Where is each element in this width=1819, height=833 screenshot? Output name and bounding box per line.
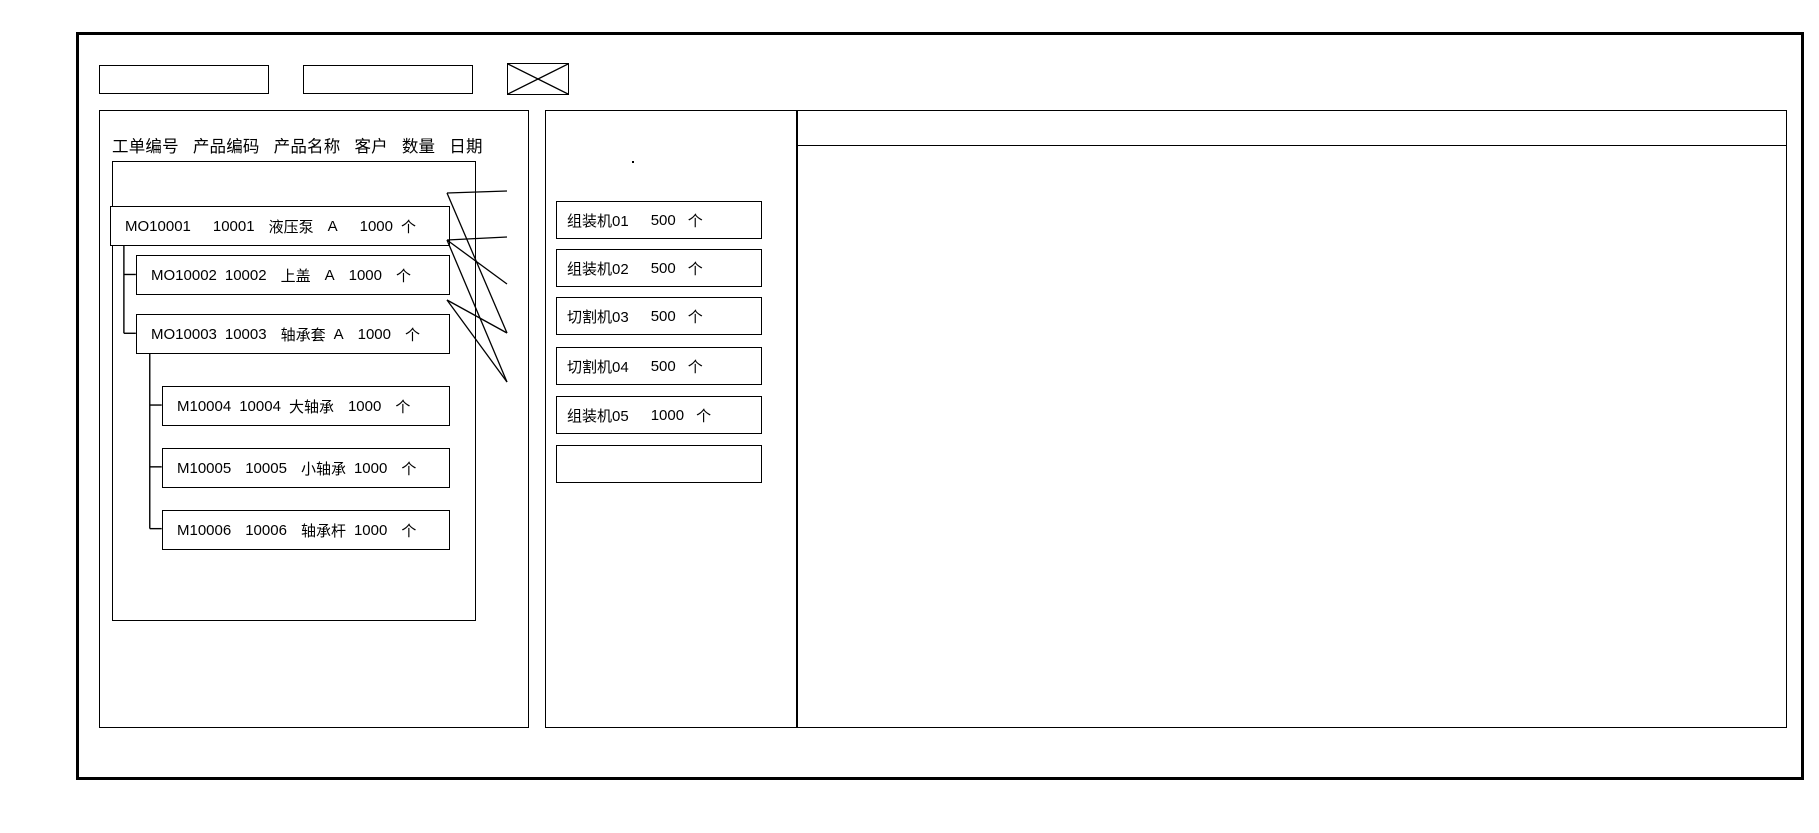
row-customer: A <box>333 325 344 343</box>
toolbar <box>99 63 569 95</box>
application-window: 工单编号 产品编码 产品名称 客户 数量 日期 MO10001 10001 液压… <box>76 32 1804 780</box>
row-unit: 个 <box>401 218 417 236</box>
row-unit: 个 <box>396 267 412 285</box>
detail-panel <box>797 110 1787 728</box>
row-unit: 个 <box>395 398 411 416</box>
machine-card[interactable]: 组装机02 500 个 <box>556 249 762 287</box>
machine-name: 切割机03 <box>567 308 629 326</box>
machine-name: 组装机01 <box>567 212 629 230</box>
machine-unit: 个 <box>687 260 703 278</box>
machine-quantity: 500 <box>650 211 676 229</box>
machine-quantity: 500 <box>650 307 676 325</box>
row-unit: 个 <box>401 460 417 478</box>
row-quantity: 1000 <box>348 266 382 284</box>
row-product-name: 液压泵 <box>268 218 314 236</box>
row-product-code: 10006 <box>245 521 287 539</box>
machine-name: 组装机02 <box>567 260 629 278</box>
row-order-no: M10004 <box>177 397 232 415</box>
row-product-name: 大轴承 <box>288 398 334 416</box>
row-unit: 个 <box>401 522 417 540</box>
toolbar-field-1[interactable] <box>99 64 269 94</box>
row-quantity: 1000 <box>359 217 393 235</box>
table-row[interactable]: M10006 10006 轴承杆 1000 个 <box>162 510 450 550</box>
row-product-name: 轴承杆 <box>300 522 346 540</box>
row-product-code: 10003 <box>224 325 267 343</box>
row-product-name: 上盖 <box>280 267 311 285</box>
column-header-quantity: 数量 <box>401 138 436 156</box>
machine-card[interactable]: 组装机05 1000 个 <box>556 396 762 434</box>
table-row[interactable]: MO10003 10003 轴承套 A 1000 个 <box>136 314 450 354</box>
row-product-name: 小轴承 <box>300 460 346 478</box>
row-quantity: 1000 <box>347 397 382 415</box>
machine-name: 切割机04 <box>567 358 629 376</box>
orders-column-header: 工单编号 产品编码 产品名称 客户 数量 日期 <box>112 133 483 157</box>
table-row[interactable]: M10004 10004 大轴承 1000 个 <box>162 386 450 426</box>
orders-panel: 工单编号 产品编码 产品名称 客户 数量 日期 MO10001 10001 液压… <box>99 110 529 728</box>
machine-quantity: 500 <box>650 259 676 277</box>
column-header-customer: 客户 <box>354 138 388 156</box>
table-row[interactable]: M10005 10005 小轴承 1000 个 <box>162 448 450 488</box>
column-header-date: 日期 <box>449 138 483 156</box>
row-quantity: 1000 <box>353 521 388 539</box>
toolbar-field-2[interactable] <box>303 64 473 94</box>
row-order-no: M10005 <box>177 459 232 477</box>
machine-unit: 个 <box>687 212 703 230</box>
machine-name: 组装机05 <box>567 407 629 425</box>
table-row[interactable]: MO10002 10002 上盖 A 1000 个 <box>136 255 450 295</box>
row-order-no: MO10003 <box>151 325 217 343</box>
row-product-code: 10005 <box>245 459 287 477</box>
machine-quantity: 500 <box>650 357 676 375</box>
row-customer: A <box>327 217 338 235</box>
panel-marker-dot <box>632 161 634 163</box>
machine-card-empty[interactable] <box>556 445 762 483</box>
machine-unit: 个 <box>696 407 712 425</box>
column-header-product-code: 产品编码 <box>192 138 260 156</box>
row-product-code: 10002 <box>224 266 267 284</box>
machine-card[interactable]: 切割机03 500 个 <box>556 297 762 335</box>
row-customer: A <box>324 266 335 284</box>
column-header-product-name: 产品名称 <box>273 138 341 156</box>
crossed-box-icon[interactable] <box>507 63 569 95</box>
row-product-name: 轴承套 <box>280 326 326 344</box>
row-order-no: M10006 <box>177 521 232 539</box>
machines-panel: 组装机01 500 个 组装机02 500 个 切割机03 500 个 切割机0… <box>545 110 797 728</box>
row-order-no: MO10002 <box>151 266 217 284</box>
machine-unit: 个 <box>687 358 703 376</box>
machine-card[interactable]: 组装机01 500 个 <box>556 201 762 239</box>
crossed-box-icon-glyph <box>508 64 568 94</box>
machine-unit: 个 <box>687 308 703 326</box>
row-order-no: MO10001 <box>125 217 191 235</box>
column-header-order-no: 工单编号 <box>112 138 179 156</box>
detail-header-divider <box>798 145 1786 146</box>
row-quantity: 1000 <box>357 325 391 343</box>
table-row[interactable]: MO10001 10001 液压泵 A 1000 个 <box>110 206 450 246</box>
row-unit: 个 <box>405 326 421 344</box>
row-quantity: 1000 <box>353 459 388 477</box>
machine-quantity: 1000 <box>650 406 685 424</box>
row-product-code: 10001 <box>212 217 255 235</box>
row-product-code: 10004 <box>239 397 281 415</box>
machine-card[interactable]: 切割机04 500 个 <box>556 347 762 385</box>
